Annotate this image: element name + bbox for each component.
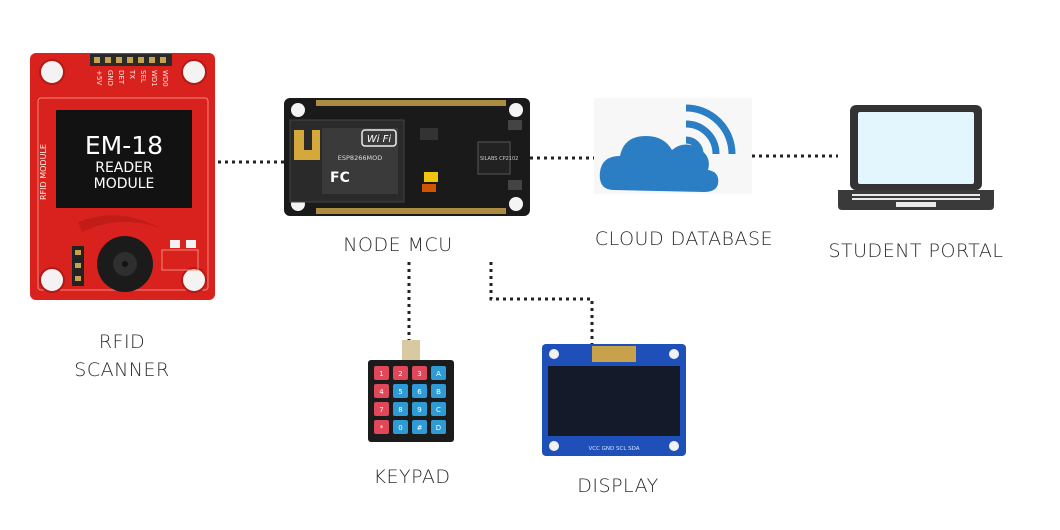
display-pin-text: VCC GND SCL SDA (588, 446, 639, 452)
keypad-key (412, 384, 427, 398)
keypad-key-label: 3 (417, 370, 421, 378)
keypad-key (431, 384, 446, 398)
keypad-key-label: 1 (379, 370, 383, 378)
keypad-key-label: 6 (417, 388, 422, 396)
cloud-database-label: CLOUD DATABASE (594, 228, 774, 250)
rfid-scanner-label: RFID SCANNER (52, 328, 192, 384)
silabs-text: SILABS CP2102 (480, 156, 518, 162)
keypad-key (393, 384, 408, 398)
keypad-key (374, 366, 389, 380)
keypad-key-label: C (436, 406, 441, 414)
keypad-key-label: 2 (398, 370, 402, 378)
keypad-key (412, 402, 427, 416)
keypad-key-label: 7 (379, 406, 383, 414)
rfid-chip-line3: MODULE (94, 176, 155, 192)
keypad-key (412, 366, 427, 380)
cloud-database-icon (594, 98, 752, 194)
keypad-key (412, 420, 427, 434)
keypad-key-label: 8 (398, 406, 402, 414)
keypad-key-label: 4 (379, 388, 384, 396)
laptop-screen (858, 112, 974, 184)
rfid-chip-title: EM-18 (85, 131, 163, 160)
nodemcu-board: Wi Fi ESP8266MOD FC SILABS CP2102 (284, 98, 530, 216)
keypad-key (431, 366, 446, 380)
keypad-key (374, 384, 389, 398)
wifi-logo-text: Wi Fi (367, 134, 392, 145)
fcc-mark: FC (330, 170, 350, 186)
cloud-shape (599, 136, 719, 192)
keypad-key-label: D (436, 424, 441, 432)
rfid-side-text: RFID MODULE (39, 144, 48, 200)
student-portal-laptop-icon (838, 105, 994, 210)
keypad-key-label: * (380, 424, 384, 432)
yellow-capacitor (424, 172, 438, 182)
oled-display-device: VCC GND SCL SDA (542, 344, 686, 456)
wifi-waves-icon (685, 104, 736, 155)
connector-nodemcu-display (489, 262, 594, 346)
connectors (218, 154, 838, 346)
keypad-key (431, 420, 446, 434)
rfid-pin-label: TX (128, 69, 136, 79)
rfid-chip-line2: READER (95, 160, 153, 176)
keypad-label: KEYPAD (373, 466, 451, 488)
rfid-chip (56, 110, 192, 208)
keypad-keys: 1 2 3 A 4 5 6 B 7 8 9 C * 0 # D (374, 366, 446, 434)
rfid-pin-label: SEL (139, 70, 147, 83)
keypad-key (393, 366, 408, 380)
keypad-key-label: # (417, 424, 423, 432)
rfid-pin-label: WD1 (150, 70, 158, 87)
rfid-pin-label: DET (117, 70, 125, 85)
display-label: DISPLAY (577, 475, 659, 497)
rfid-pin-label: +5V (95, 70, 103, 85)
keypad-key (374, 402, 389, 416)
rfid-pin-label: WD0 (161, 70, 169, 87)
nodemcu-label: NODE MCU (343, 234, 453, 256)
keypad-key-label: 0 (398, 424, 402, 432)
keypad-key (393, 420, 408, 434)
display-screen (548, 366, 680, 436)
keypad-key (374, 420, 389, 434)
rfid-label-line2: SCANNER (74, 359, 170, 381)
esp-model-text: ESP8266MOD (338, 154, 382, 162)
rfid-pin-label: GND (106, 70, 114, 86)
rfid-label-line1: RFID (98, 331, 146, 353)
keypad-key-label: 9 (417, 406, 421, 414)
keypad-key (431, 402, 446, 416)
keypad-device: 1 2 3 A 4 5 6 B 7 8 9 C * 0 # D (368, 340, 454, 442)
keypad-key (393, 402, 408, 416)
cp2102-chip (477, 141, 511, 175)
student-portal-label: STUDENT PORTAL (828, 240, 1004, 262)
keypad-key-label: 5 (398, 388, 402, 396)
keypad-key-label: A (436, 370, 441, 378)
keypad-key-label: B (436, 388, 441, 396)
